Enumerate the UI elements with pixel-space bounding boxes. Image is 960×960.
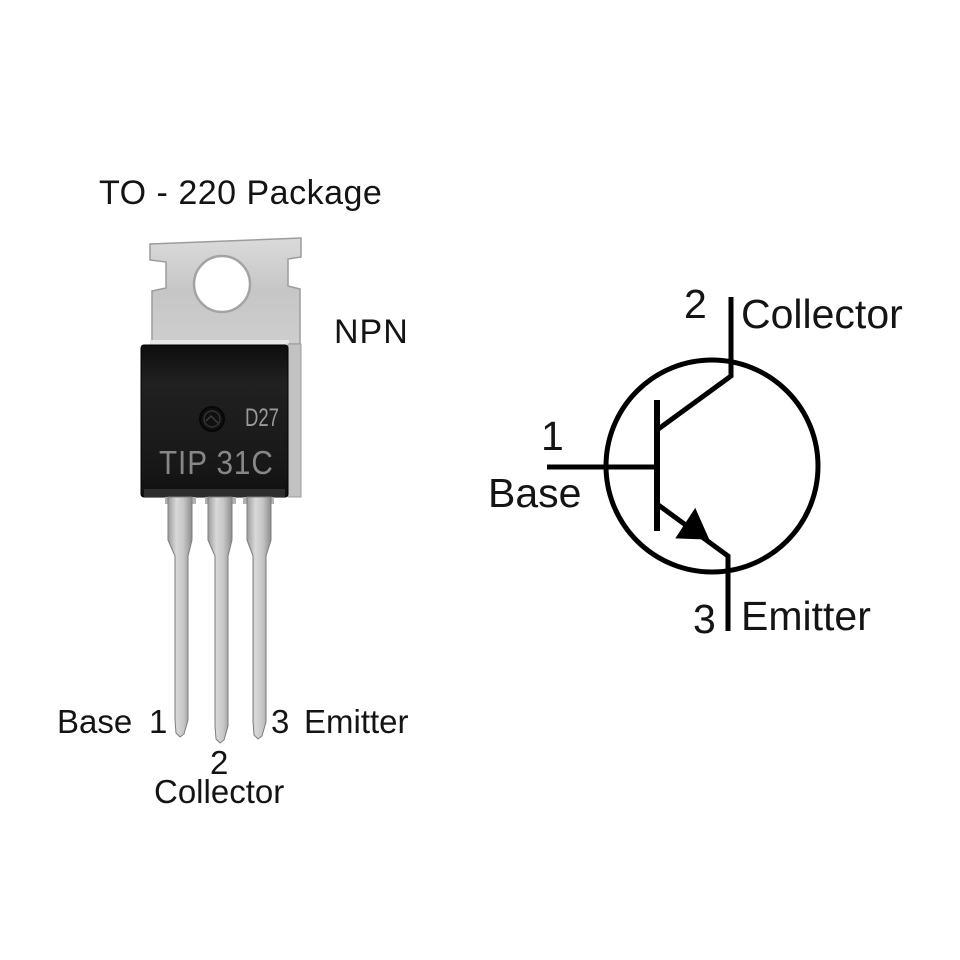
lead-pin-3-emitter — [246, 496, 272, 740]
tab-side-sliver — [287, 343, 302, 498]
package-pin2-label: Collector — [154, 773, 285, 810]
manufacturer-logo-icon — [199, 406, 225, 432]
symbol-emitter-lead — [655, 501, 731, 631]
symbol-collector-lead — [655, 297, 734, 433]
chip-date-code: D27 — [245, 404, 279, 432]
package-pin1-label: Base — [57, 703, 133, 740]
transistor-type-label: NPN — [334, 313, 409, 351]
symbol-pin3-label: Emitter — [741, 593, 871, 639]
chip-part-number: TIP 31C — [159, 444, 274, 481]
symbol-emitter-arrow-icon — [675, 507, 710, 540]
mounting-hole — [192, 254, 252, 314]
npn-symbol-drawing — [547, 297, 821, 631]
symbol-pin2-label: Collector — [741, 291, 903, 337]
symbol-pin1-label: Base — [488, 470, 582, 516]
package-pin1-number: 1 — [149, 703, 168, 740]
symbol-pin1-number: 1 — [541, 413, 564, 459]
symbol-pin3-number: 3 — [693, 596, 716, 642]
package-pin2-number: 2 — [210, 744, 229, 781]
package-title: TO - 220 Package — [99, 174, 383, 212]
lead-pin-2-collector — [207, 496, 233, 744]
package-pin3-label: Emitter — [304, 703, 409, 740]
body-bottom-lip — [144, 489, 285, 497]
to220-package-drawing — [140, 237, 302, 744]
lead-pin-1-base — [167, 496, 193, 738]
tab-body-seam — [150, 340, 289, 345]
package-pin3-number: 3 — [271, 703, 290, 740]
symbol-pin2-number: 2 — [684, 281, 707, 327]
